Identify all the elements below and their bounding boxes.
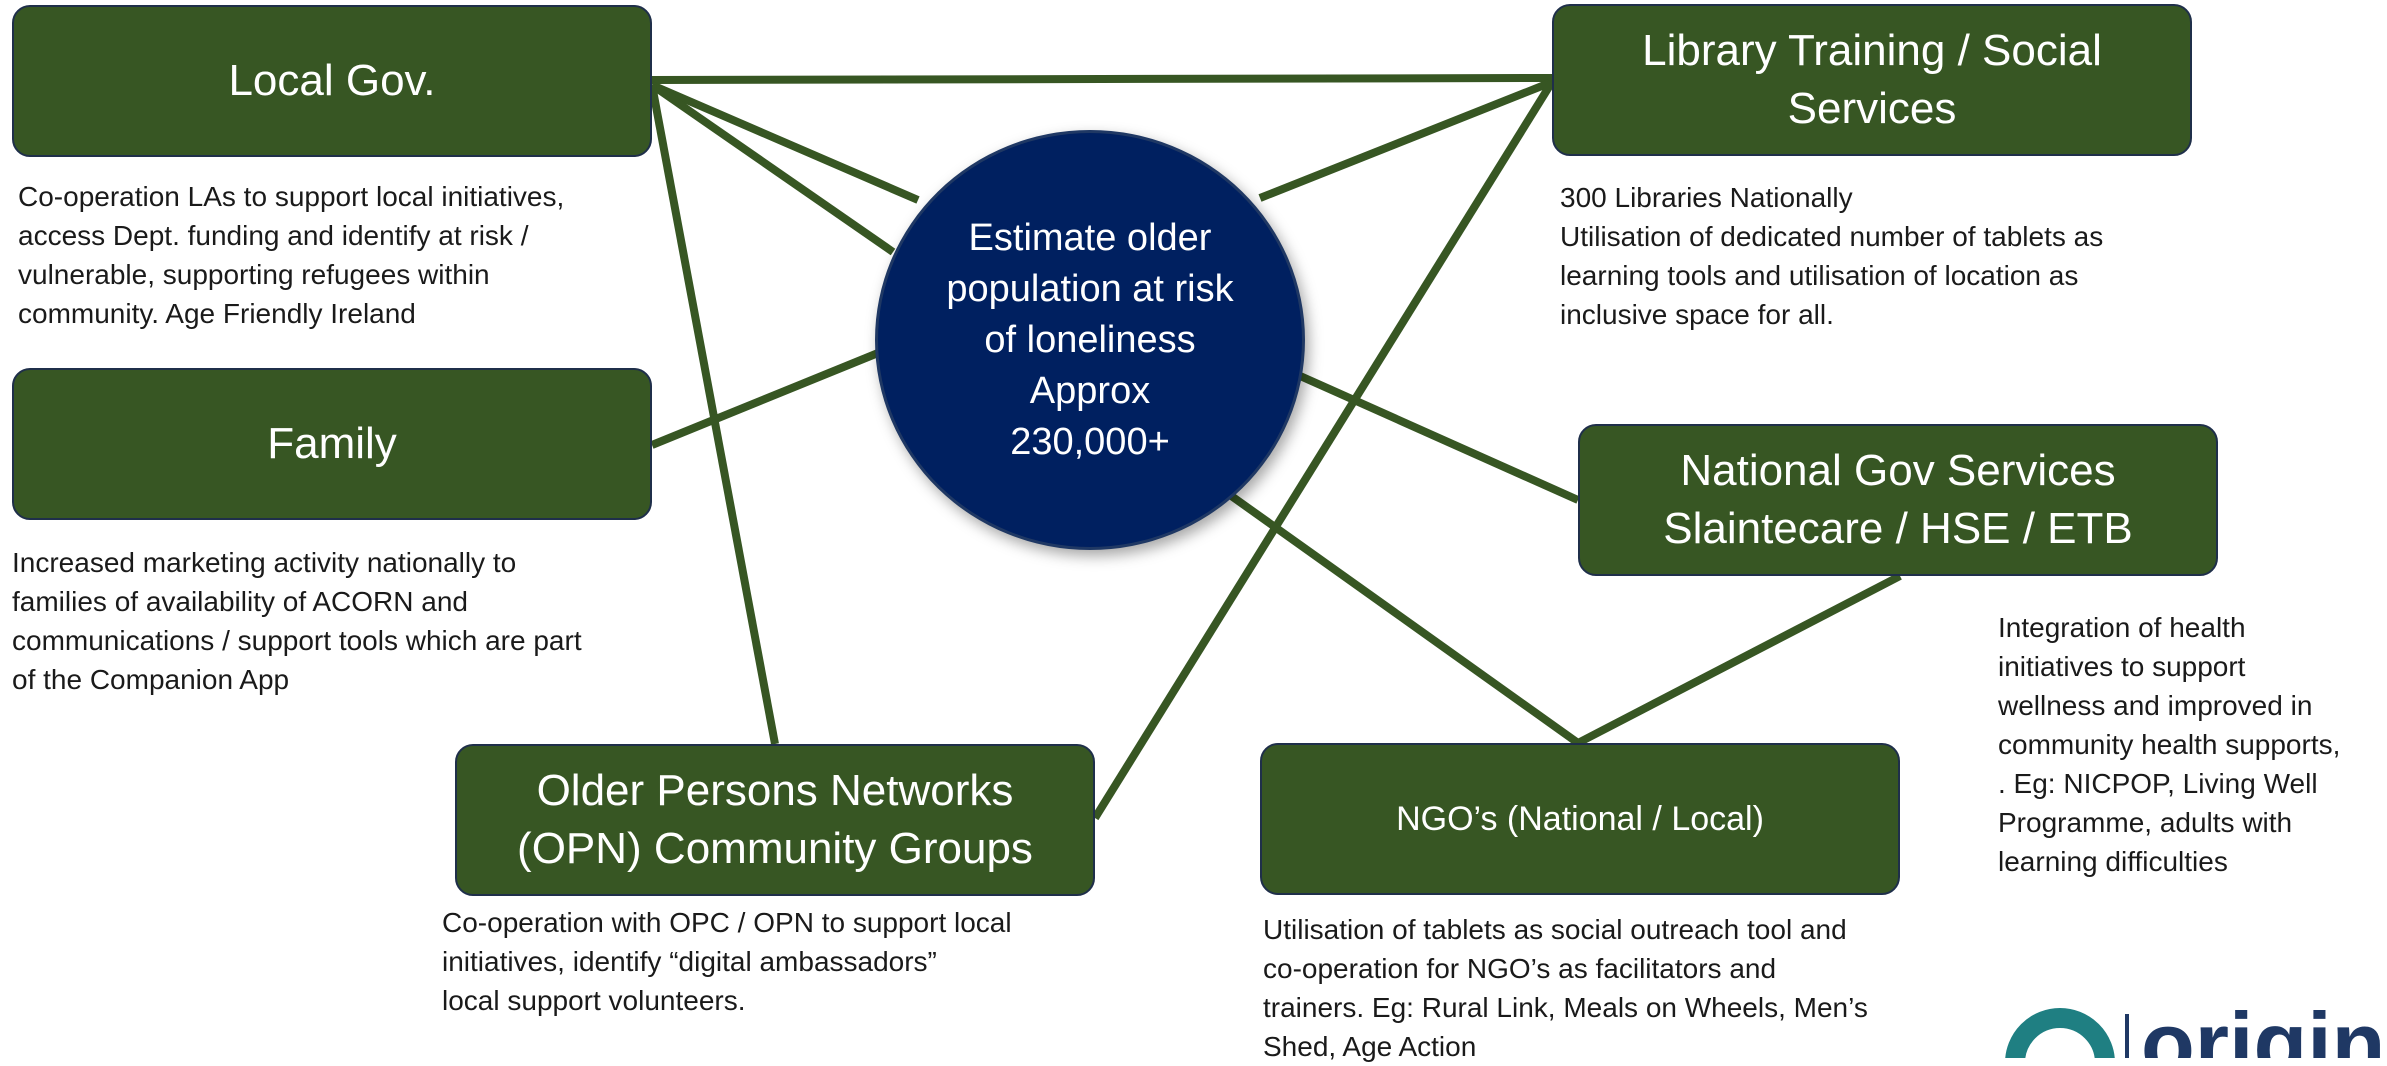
connector-local_gov-center: [649, 81, 896, 256]
origin-logo-icon: [2005, 1008, 2115, 1058]
local-gov-description: Co-operation LAs to support local initia…: [18, 181, 565, 329]
connector-national_gov-ngo: [1576, 572, 1902, 747]
connector-local_gov-center: [650, 81, 920, 204]
node-library-title: Library Training / Social Services: [1642, 26, 2102, 133]
ngo-description: Utilisation of tablets as social outreac…: [1263, 914, 1868, 1062]
node-ngo-title: NGO’s (National / Local): [1396, 800, 1764, 838]
opn-description: Co-operation with OPC / OPN to support l…: [442, 907, 1012, 1016]
family-description: Increased marketing activity nationally …: [12, 547, 582, 695]
node-family-title: Family: [267, 419, 397, 468]
origin-logo: origin: [2005, 1000, 2387, 1058]
node-ngo: NGO’s (National / Local): [1260, 743, 1900, 895]
connector-local_gov-library: [651, 74, 1553, 84]
node-local-gov-title: Local Gov.: [228, 56, 436, 105]
node-national-gov-title: National Gov Services Slaintecare / HSE …: [1663, 446, 2133, 553]
origin-logo-text: origin: [2141, 1000, 2386, 1058]
node-opn: Older Persons Networks (OPN) Community G…: [455, 744, 1095, 896]
node-national-gov: National Gov Services Slaintecare / HSE …: [1578, 424, 2218, 576]
node-opn-title: Older Persons Networks (OPN) Community G…: [517, 766, 1033, 873]
national-gov-description: Integration of health initiatives to sup…: [1998, 612, 2341, 877]
connector-local_gov-opn: [648, 84, 779, 745]
connector-library-opn: [1091, 79, 1556, 821]
library-description: 300 Libraries Nationally Utilisation of …: [1560, 182, 2104, 330]
node-library: Library Training / Social Services: [1552, 4, 2192, 156]
node-local-gov: Local Gov.: [12, 5, 652, 157]
connector-family-center: [650, 349, 880, 449]
connector-center-ngo: [1227, 491, 1581, 747]
connector-library-center: [1258, 78, 1554, 202]
center-label: Estimate older population at risk of lon…: [946, 216, 1234, 463]
connector-center-national_gov: [1296, 371, 1580, 504]
node-family: Family: [12, 368, 652, 520]
origin-logo-divider: [2125, 1014, 2129, 1058]
center-circle: Estimate older population at risk of lon…: [875, 130, 1305, 550]
